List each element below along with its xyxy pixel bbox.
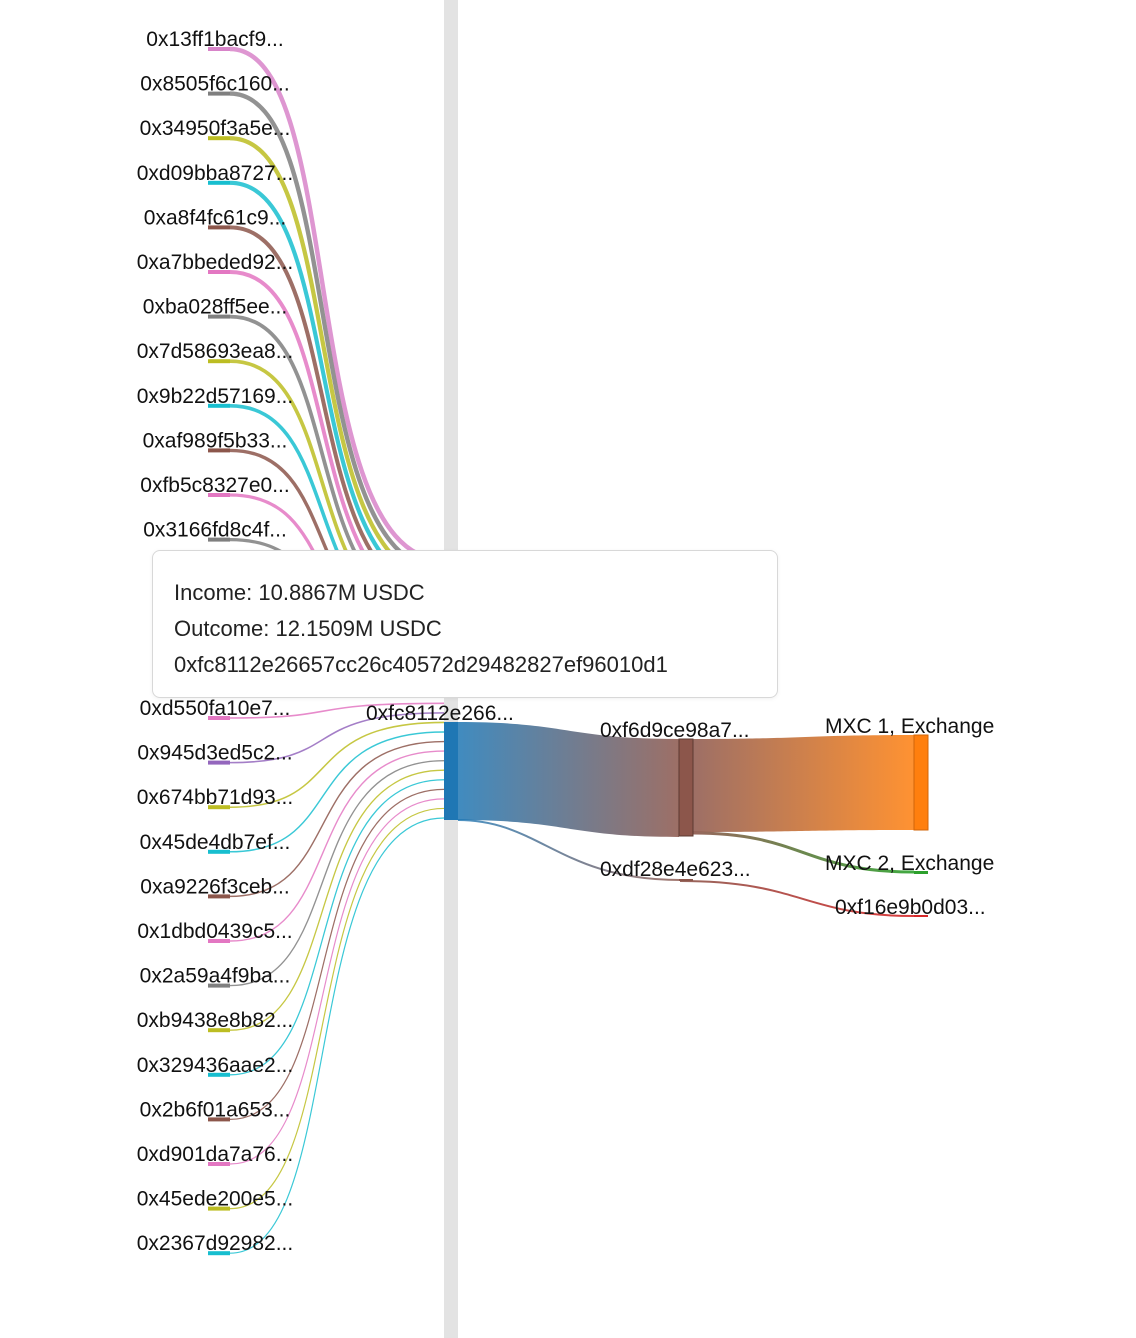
node-mid1-label: 0xf6d9ce98a7... <box>600 719 749 742</box>
source-link-17[interactable] <box>229 712 445 764</box>
source-node-9[interactable] <box>208 403 230 408</box>
node-hub[interactable] <box>444 722 458 820</box>
source-label-9: 0x9b22d57169... <box>137 385 293 408</box>
source-label-3: 0x34950f3a5e... <box>140 117 291 140</box>
link-mid1-out1[interactable] <box>693 735 914 832</box>
source-node-1[interactable] <box>208 47 230 51</box>
link-hub-mid1[interactable] <box>458 722 679 837</box>
source-label-16: 0xd550fa10e7... <box>140 697 291 720</box>
source-node-21[interactable] <box>208 939 230 943</box>
source-node-26[interactable] <box>208 1162 230 1166</box>
source-link-24[interactable] <box>229 779 445 1076</box>
source-label-26: 0xd901da7a76... <box>137 1143 293 1166</box>
source-label-21: 0x1dbd0439c5... <box>137 920 292 943</box>
source-link-25[interactable] <box>229 788 445 1121</box>
source-node-5[interactable] <box>208 225 230 230</box>
source-label-23: 0xb9438e8b82... <box>137 1009 293 1032</box>
source-label-18: 0x674bb71d93... <box>137 786 293 809</box>
node-out1[interactable] <box>913 734 929 831</box>
source-label-5: 0xa8f4fc61c9... <box>144 206 286 229</box>
source-node-10[interactable] <box>208 448 230 453</box>
source-label-20: 0xa9226f3ceb... <box>140 875 289 898</box>
source-label-19: 0x45de4db7ef... <box>140 831 291 854</box>
source-label-17: 0x945d3ed5c2... <box>137 742 292 765</box>
source-label-10: 0xaf989f5b33... <box>143 429 288 452</box>
node-mid2-label: 0xdf28e4e623... <box>600 858 751 881</box>
link-mid2-out3[interactable] <box>679 880 915 917</box>
source-node-24[interactable] <box>208 1072 230 1077</box>
source-label-22: 0x2a59a4f9ba... <box>140 965 291 988</box>
source-label-7: 0xba028ff5ee... <box>143 296 287 319</box>
source-node-25[interactable] <box>208 1117 230 1122</box>
node-out3[interactable] <box>914 915 928 917</box>
source-node-7[interactable] <box>208 314 230 319</box>
node-mid1[interactable] <box>678 738 694 837</box>
tooltip-outcome: Outcome: 12.1509M USDC <box>174 616 442 641</box>
source-node-2[interactable] <box>208 91 230 96</box>
source-node-28[interactable] <box>208 1251 230 1256</box>
source-link-2[interactable] <box>229 91 445 572</box>
source-label-28: 0x2367d92982... <box>137 1232 293 1255</box>
source-link-21[interactable] <box>229 750 445 942</box>
source-node-27[interactable] <box>208 1206 230 1211</box>
node-out2[interactable] <box>914 871 928 874</box>
source-node-4[interactable] <box>208 180 230 185</box>
link-mid1-out2[interactable] <box>692 831 915 874</box>
source-link-26[interactable] <box>229 798 445 1165</box>
source-label-1: 0x13ff1bacf9... <box>146 28 283 51</box>
source-node-16[interactable] <box>208 716 230 720</box>
source-label-24: 0x329436aae2... <box>137 1054 293 1077</box>
node-out1-label: MXC 1, Exchange <box>825 715 994 738</box>
source-label-12: 0x3166fd8c4f... <box>143 519 287 542</box>
tooltip-income: Income: 10.8867M USDC <box>174 580 425 605</box>
source-label-25: 0x2b6f01a653... <box>140 1098 291 1121</box>
source-link-1[interactable] <box>229 46 445 563</box>
source-label-2: 0x8505f6c160... <box>140 73 289 96</box>
source-node-8[interactable] <box>208 359 230 364</box>
source-node-12[interactable] <box>208 537 230 542</box>
source-link-22[interactable] <box>229 759 445 987</box>
source-node-3[interactable] <box>208 136 230 141</box>
node-hub-label: 0xfc8112e266... <box>366 702 514 725</box>
source-link-18[interactable] <box>229 721 445 808</box>
source-link-16[interactable] <box>229 702 445 719</box>
source-label-4: 0xd09bba8727... <box>137 162 293 185</box>
source-link-19[interactable] <box>229 731 445 853</box>
node-tooltip: Income: 10.8867M USDC Outcome: 12.1509M … <box>152 550 778 698</box>
source-node-19[interactable] <box>208 849 230 854</box>
source-link-23[interactable] <box>229 769 445 1031</box>
source-node-11[interactable] <box>208 493 230 497</box>
source-label-8: 0x7d58693ea8... <box>137 340 293 363</box>
source-link-20[interactable] <box>229 740 445 898</box>
node-mid2[interactable] <box>679 879 693 881</box>
source-label-27: 0x45ede200e5... <box>137 1188 293 1211</box>
node-out3-label: 0xf16e9b0d03... <box>835 896 986 919</box>
source-link-27[interactable] <box>229 807 445 1210</box>
source-node-17[interactable] <box>208 760 230 765</box>
source-node-6[interactable] <box>208 270 230 274</box>
source-link-28[interactable] <box>229 817 445 1254</box>
source-label-6: 0xa7bbeded92... <box>137 251 293 274</box>
node-out2-label: MXC 2, Exchange <box>825 852 994 875</box>
link-hub-mid2[interactable] <box>457 819 681 881</box>
source-node-23[interactable] <box>208 1028 230 1033</box>
source-node-18[interactable] <box>208 805 230 810</box>
source-node-22[interactable] <box>208 983 230 988</box>
tooltip-address: 0xfc8112e26657cc26c40572d29482827ef96010… <box>174 652 668 677</box>
source-label-11: 0xfb5c8327e0... <box>140 474 289 497</box>
source-node-20[interactable] <box>208 894 230 899</box>
